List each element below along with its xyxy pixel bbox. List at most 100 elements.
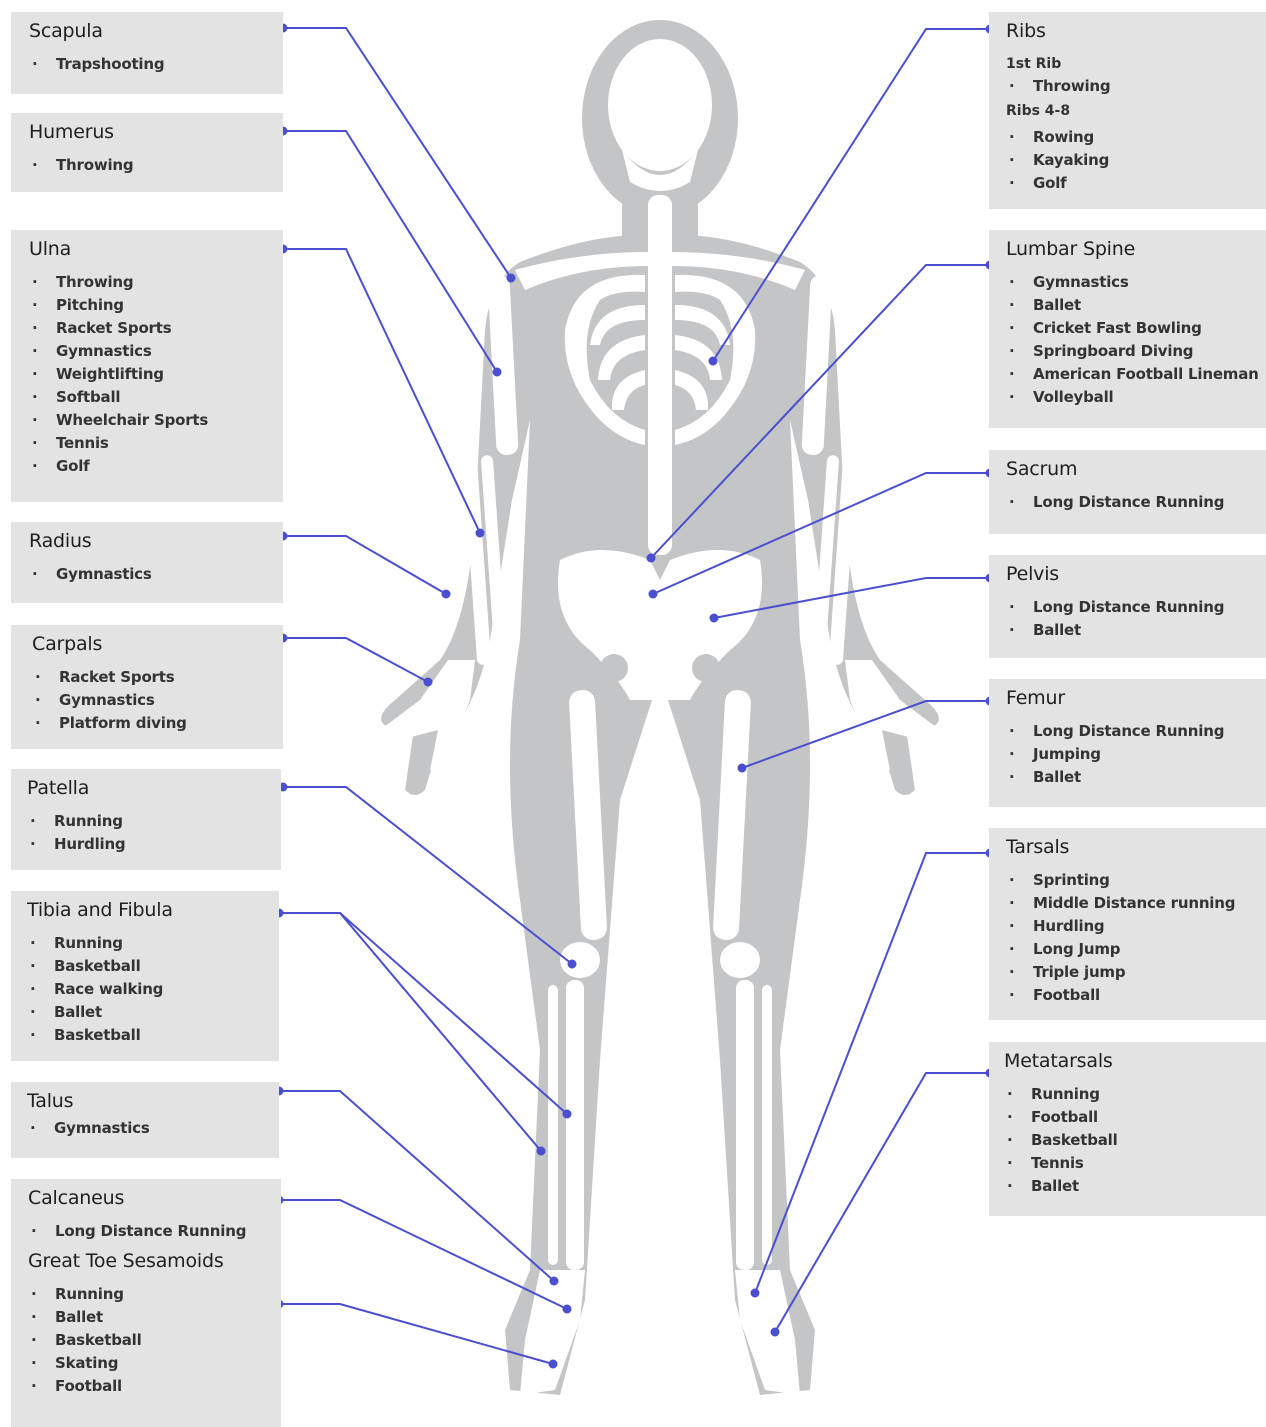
panel-title: Great Toe Sesamoids — [28, 1247, 263, 1275]
list-item: Skating — [28, 1352, 263, 1375]
leader-carpals — [283, 638, 428, 682]
list-item: Cricket Fast Bowling — [1006, 317, 1248, 340]
leader-ulna — [283, 249, 480, 533]
list-item: Sprinting — [1006, 869, 1248, 892]
list-item: Racket Sports — [32, 666, 265, 689]
panel-tibia-fibula: Tibia and Fibula Running Basketball Race… — [11, 891, 279, 1061]
sport-list: Gymnastics — [29, 563, 265, 586]
list-item: Gymnastics — [1006, 271, 1248, 294]
sport-list: Gymnastics — [27, 1117, 261, 1140]
list-item: Long Jump — [1006, 938, 1248, 961]
list-item: Weightlifting — [29, 363, 265, 386]
list-item: Wheelchair Sports — [29, 409, 265, 432]
panel-humerus: Humerus Throwing — [11, 113, 283, 192]
panel-title: Patella — [27, 774, 263, 802]
sport-list: Gymnastics Ballet Cricket Fast Bowling S… — [1006, 271, 1248, 409]
list-item: Gymnastics — [32, 689, 265, 712]
sport-list: Long Distance Running Ballet — [1006, 596, 1248, 642]
list-item: Jumping — [1006, 743, 1248, 766]
panel-tarsals: Tarsals Sprinting Middle Distance runnin… — [989, 828, 1266, 1020]
sport-list: Rowing Kayaking Golf — [1006, 126, 1248, 195]
panel-title: Calcaneus — [28, 1184, 263, 1212]
list-item: Race walking — [27, 978, 261, 1001]
sport-list: Long Distance Running — [28, 1220, 263, 1243]
list-item: Throwing — [1006, 75, 1248, 98]
panel-title: Pelvis — [1006, 560, 1248, 588]
list-item: Football — [28, 1375, 263, 1398]
list-item: Throwing — [29, 154, 265, 177]
panel-lumbar-spine: Lumbar Spine Gymnastics Ballet Cricket F… — [989, 230, 1266, 428]
panel-title: Carpals — [32, 630, 265, 658]
list-item: Gymnastics — [29, 340, 265, 363]
leader-radius — [283, 536, 446, 594]
list-item: Springboard Diving — [1006, 340, 1248, 363]
panel-sacrum: Sacrum Long Distance Running — [989, 450, 1266, 534]
sport-list: Long Distance Running Jumping Ballet — [1006, 720, 1248, 789]
panel-title: Radius — [29, 527, 265, 555]
list-item: Football — [1006, 984, 1248, 1007]
list-item: Running — [1004, 1083, 1248, 1106]
list-item: Volleyball — [1006, 386, 1248, 409]
panel-patella: Patella Running Hurdling — [11, 769, 281, 870]
panel-carpals: Carpals Racket Sports Gymnastics Platfor… — [11, 625, 283, 749]
panel-pelvis: Pelvis Long Distance Running Ballet — [989, 555, 1266, 658]
panel-ulna: Ulna Throwing Pitching Racket Sports Gym… — [11, 230, 283, 502]
list-item: Running — [27, 810, 263, 833]
leader-tibia-2 — [279, 913, 541, 1151]
list-item: Hurdling — [1006, 915, 1248, 938]
list-item: American Football Lineman — [1006, 363, 1248, 386]
panel-subtitle: Ribs 4-8 — [1006, 100, 1248, 122]
list-item: Ballet — [27, 1001, 261, 1024]
list-item: Triple jump — [1006, 961, 1248, 984]
panel-title: Lumbar Spine — [1006, 235, 1248, 263]
panel-metatarsals: Metatarsals Running Football Basketball … — [989, 1042, 1266, 1216]
list-item: Tennis — [29, 432, 265, 455]
list-item: Rowing — [1006, 126, 1248, 149]
panel-talus: Talus Gymnastics — [11, 1082, 279, 1158]
list-item: Long Distance Running — [28, 1220, 263, 1243]
list-item: Golf — [1006, 172, 1248, 195]
list-item: Gymnastics — [27, 1117, 261, 1140]
list-item: Long Distance Running — [1006, 491, 1248, 514]
sport-list: Sprinting Middle Distance running Hurdli… — [1006, 869, 1248, 1007]
list-item: Platform diving — [32, 712, 265, 735]
list-item: Basketball — [1004, 1129, 1248, 1152]
panel-subtitle: 1st Rib — [1006, 53, 1248, 75]
leader-talus — [279, 1091, 554, 1281]
list-item: Ballet — [1004, 1175, 1248, 1198]
list-item: Gymnastics — [29, 563, 265, 586]
list-item: Golf — [29, 455, 265, 478]
sport-list: Throwing — [29, 154, 265, 177]
list-item: Basketball — [27, 955, 261, 978]
sport-list: Racket Sports Gymnastics Platform diving — [32, 666, 265, 735]
panel-femur: Femur Long Distance Running Jumping Ball… — [989, 679, 1266, 807]
list-item: Middle Distance running — [1006, 892, 1248, 915]
list-item: Hurdling — [27, 833, 263, 856]
leader-humerus — [283, 131, 497, 372]
panel-title: Talus — [27, 1087, 261, 1115]
list-item: Running — [28, 1283, 263, 1306]
list-item: Long Distance Running — [1006, 720, 1248, 743]
sport-list: Running Ballet Basketball Skating Footba… — [28, 1283, 263, 1398]
panel-title: Sacrum — [1006, 455, 1248, 483]
list-item: Tennis — [1004, 1152, 1248, 1175]
list-item: Running — [27, 932, 261, 955]
panel-title: Scapula — [29, 17, 265, 45]
panel-title: Tarsals — [1006, 833, 1248, 861]
sport-list: Running Basketball Race walking Ballet B… — [27, 932, 261, 1047]
list-item: Basketball — [28, 1329, 263, 1352]
panel-title: Ulna — [29, 235, 265, 263]
leader-metatarsals — [775, 1073, 990, 1332]
panel-title: Femur — [1006, 684, 1248, 712]
panel-radius: Radius Gymnastics — [11, 522, 283, 603]
panel-calcaneus-sesamoids: Calcaneus Long Distance Running Great To… — [11, 1179, 281, 1427]
panel-title: Tibia and Fibula — [27, 896, 261, 924]
list-item: Ballet — [1006, 619, 1248, 642]
list-item: Kayaking — [1006, 149, 1248, 172]
list-item: Racket Sports — [29, 317, 265, 340]
list-item: Ballet — [1006, 294, 1248, 317]
leader-tibia-1 — [279, 913, 567, 1114]
panel-scapula: Scapula Trapshooting — [11, 12, 283, 94]
panel-title: Humerus — [29, 118, 265, 146]
list-item: Pitching — [29, 294, 265, 317]
